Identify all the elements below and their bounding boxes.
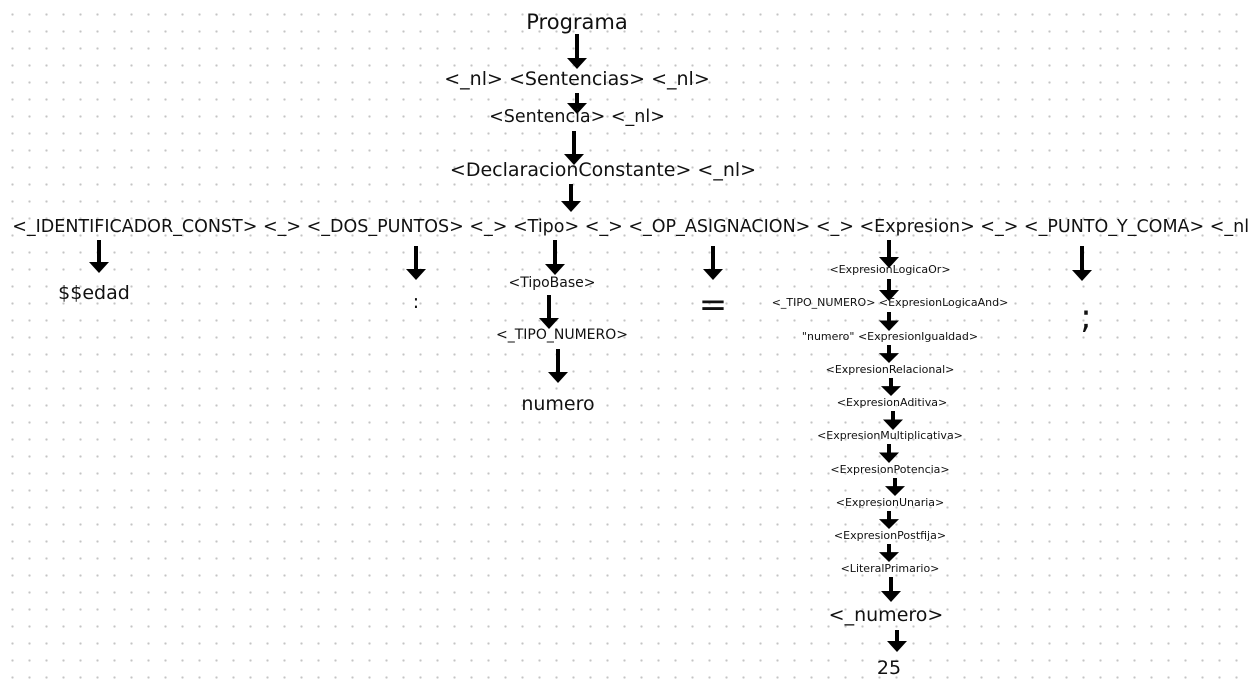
node-declaracion-children: <_IDENTIFICADOR_CONST> <_> <_DOS_PUNTOS>… <box>12 217 1250 237</box>
arrow-sentencias-icon <box>567 93 587 114</box>
node-expresion-igualdad: "numero" <ExpresionIgualdad> <box>801 330 979 343</box>
arrow-literal-primario-icon <box>881 577 901 602</box>
arrow-tipo-base-icon <box>539 295 559 329</box>
node-expresion-multiplicativa: <ExpresionMultiplicativa> <box>817 429 963 442</box>
node-expresion-postfija: <ExpresionPostfija> <box>833 529 947 542</box>
node-numero-type: numero <box>521 393 595 415</box>
node-numero-token: <_numero> <box>828 604 944 626</box>
node-sentencias-line: <_nl> <Sentencias> <_nl> <box>444 68 710 90</box>
arrow-numero-token-icon <box>887 630 907 652</box>
arrow-aditiva-icon <box>883 411 903 430</box>
arrow-relacional-icon <box>881 378 901 396</box>
arrow-programa-icon <box>567 34 587 69</box>
node-numero-value: 25 <box>876 657 902 679</box>
arrow-postfija-icon <box>879 544 899 562</box>
arrow-logica-or-icon <box>879 279 899 301</box>
arrow-logica-and-icon <box>879 312 899 331</box>
node-expresion-relacional: <ExpresionRelacional> <box>825 363 955 376</box>
arrow-tipo-numero-icon <box>548 349 568 383</box>
node-programa: Programa <box>526 10 628 34</box>
node-expresion-logica-and: <_TIPO_NUMERO> <ExpresionLogicaAnd> <box>771 296 1009 309</box>
arrow-dos-puntos-icon <box>406 246 426 280</box>
arrow-multiplicativa-icon <box>879 444 899 463</box>
node-op-asignacion-value: = <box>698 285 728 325</box>
arrow-sentencia-icon <box>564 131 584 165</box>
node-expresion-logica-or: <ExpresionLogicaOr> <box>829 263 951 276</box>
node-expresion-aditiva: <ExpresionAditiva> <box>836 396 948 409</box>
arrow-unaria-icon <box>879 511 899 529</box>
arrow-igualdad-icon <box>879 345 899 363</box>
arrow-tipo-icon <box>545 240 565 275</box>
node-dos-puntos-value: : <box>412 291 420 313</box>
node-literal-primario: <LiteralPrimario> <box>840 562 940 575</box>
arrow-declaracion-icon <box>561 184 581 212</box>
node-punto-y-coma-value: ; <box>1080 297 1092 337</box>
arrow-potencia-icon <box>885 478 905 496</box>
arrow-op-asignacion-icon <box>703 246 723 280</box>
arrow-punto-y-coma-icon <box>1072 246 1092 281</box>
arrow-identificador-icon <box>89 240 109 273</box>
node-tipo-base: <TipoBase> <box>508 275 596 291</box>
arrow-expresion-icon <box>879 240 899 268</box>
node-sentencia-line: <Sentencia> <_nl> <box>489 107 665 127</box>
node-declaracion-constante: <DeclaracionConstante> <_nl> <box>449 159 757 181</box>
node-identificador-value: $$edad <box>58 282 130 304</box>
node-tipo-numero: <_TIPO_NUMERO> <box>496 327 628 343</box>
node-expresion-potencia: <ExpresionPotencia> <box>830 463 950 476</box>
node-expresion-unaria: <ExpresionUnaria> <box>835 496 945 509</box>
